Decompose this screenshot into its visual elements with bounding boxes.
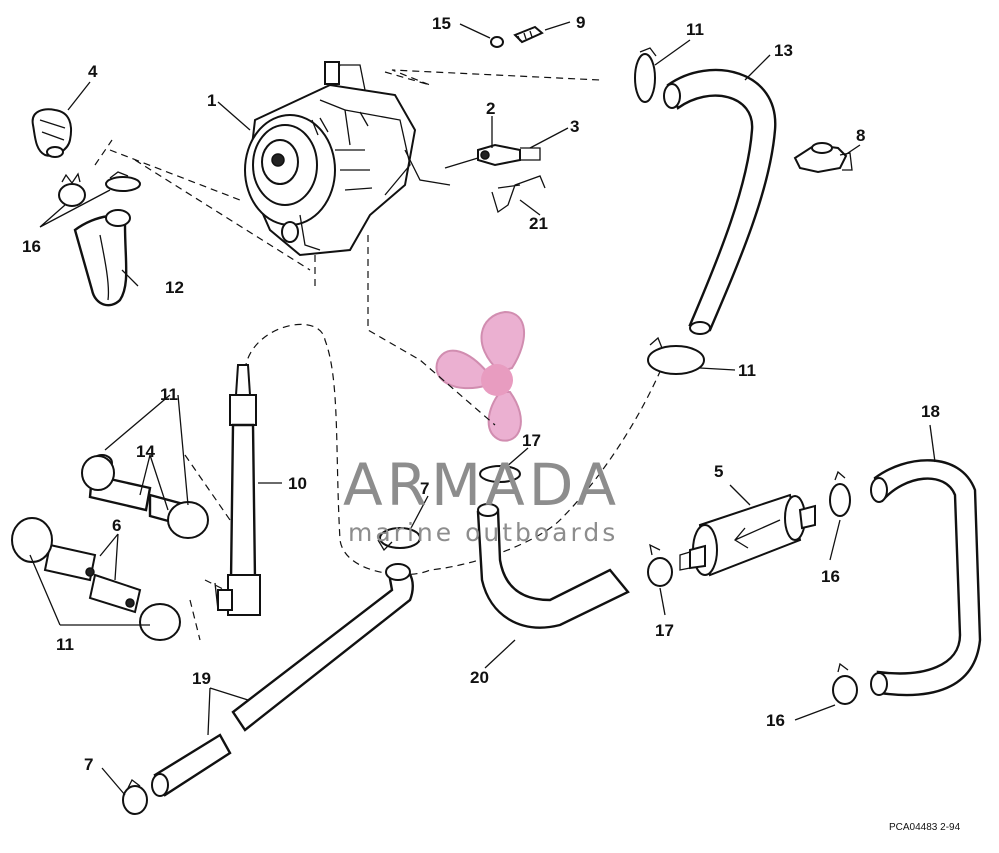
- callout-21: 21: [529, 214, 548, 233]
- callout-19: 19: [192, 669, 211, 688]
- callout-17-upper: 17: [522, 431, 541, 450]
- hose-19: [151, 563, 414, 797]
- callout-10: 10: [288, 474, 307, 493]
- callout-11-middle: 11: [738, 361, 756, 380]
- callout-1: 1: [207, 91, 217, 110]
- callout-16-lower: 16: [766, 711, 785, 730]
- callout-7-lower: 7: [84, 755, 94, 774]
- logo-hub: [481, 364, 513, 396]
- clamps-7: [122, 527, 421, 815]
- callout-12: 12: [165, 278, 184, 297]
- callout-11-top: 11: [686, 20, 704, 39]
- callout-5: 5: [714, 462, 724, 481]
- watermark-brand: ARMADA: [343, 451, 621, 519]
- callout-11-left-bottom: 11: [56, 635, 74, 654]
- fitting-2-and-3: [444, 143, 541, 169]
- callout-16-upper: 16: [22, 237, 41, 256]
- clamps-17: [479, 465, 673, 587]
- callout-18: 18: [921, 402, 940, 421]
- watermark-tagline: marine outboards: [348, 518, 619, 547]
- hose-20: [476, 503, 630, 629]
- clamps-11-hose-13: [634, 47, 705, 375]
- armada-logo: [435, 310, 525, 442]
- clamps-16-right: [829, 470, 858, 705]
- leader-lines: [29, 21, 936, 796]
- callout-8: 8: [856, 126, 866, 145]
- routing-lines: [94, 69, 666, 641]
- callout-15: 15: [432, 14, 451, 33]
- hose-18: [870, 459, 982, 697]
- callout-20: 20: [470, 668, 489, 687]
- callout-14: 14: [136, 442, 155, 461]
- left-hose-group-14: [81, 454, 209, 539]
- check-valve-4: [31, 108, 73, 158]
- callout-9: 9: [576, 13, 586, 32]
- fuel-line-10: [214, 364, 261, 616]
- callout-17-lower: 17: [655, 621, 674, 640]
- clamps-16-upper: [58, 171, 141, 207]
- fitting-8: [793, 142, 853, 174]
- callout-11-left-top: 11: [160, 385, 178, 404]
- fuel-pump-assembly: [244, 61, 451, 257]
- clip-21: [491, 175, 546, 214]
- callout-4: 4: [88, 62, 98, 81]
- callout-7-upper: 7: [420, 479, 430, 498]
- logo-blade-top: [480, 310, 525, 374]
- callout-2: 2: [486, 99, 496, 118]
- left-fitting-group-6: [11, 517, 181, 641]
- callout-16-right: 16: [821, 567, 840, 586]
- callout-13: 13: [774, 41, 793, 60]
- logo-blade-left: [435, 349, 490, 390]
- logo-blade-right: [487, 391, 522, 442]
- fuel-filter-5: [679, 493, 816, 577]
- callout-3: 3: [570, 117, 580, 136]
- screw-9-washer-15: [490, 25, 544, 48]
- hose-13: [663, 68, 777, 335]
- hose-12: [73, 209, 131, 307]
- callout-6: 6: [112, 516, 122, 535]
- reference-code: PCA04483 2-94: [889, 822, 961, 833]
